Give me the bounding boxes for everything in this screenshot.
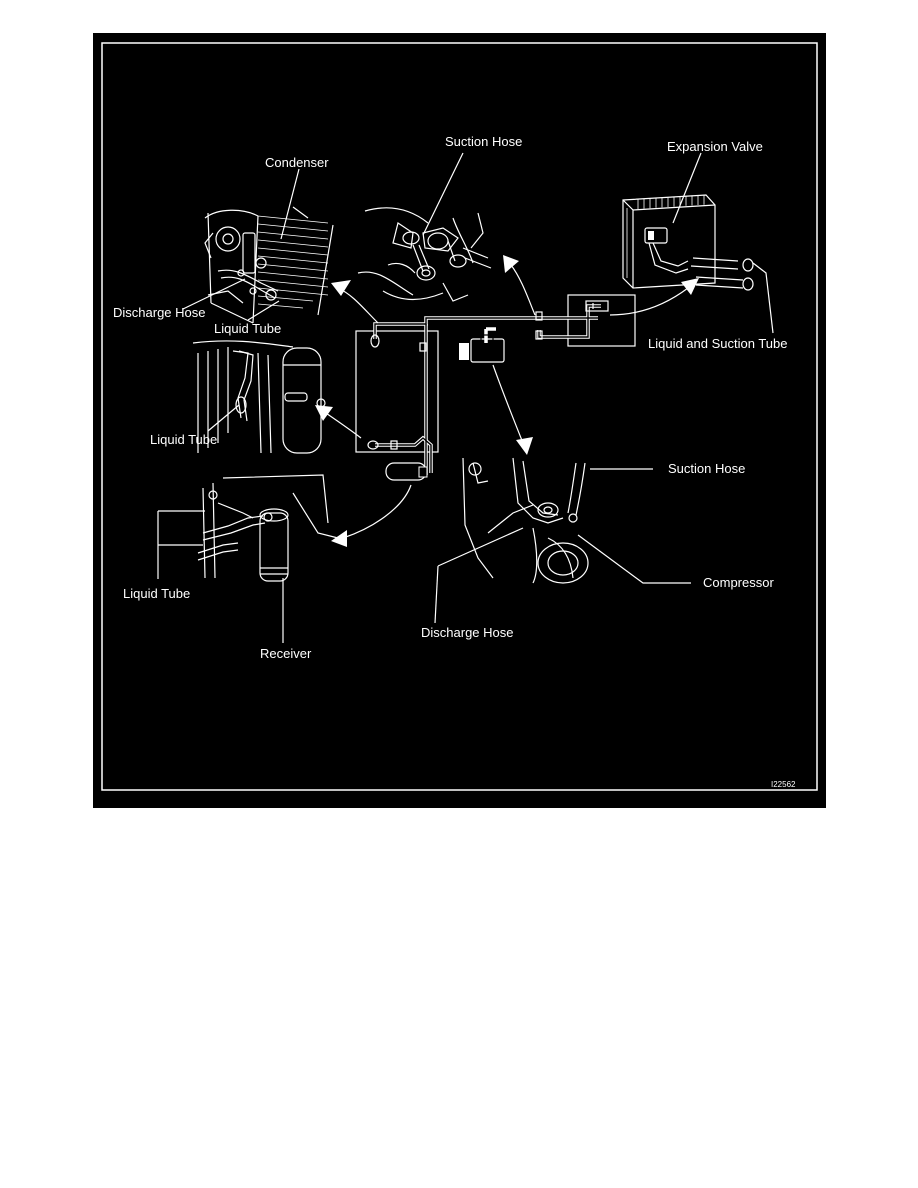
figure-frame: [101, 42, 818, 791]
discharge-hose-bottom-leader: [434, 565, 439, 624]
valve-box: [567, 294, 636, 347]
figure-background: [93, 33, 826, 808]
compressor-leader: [577, 534, 691, 584]
liquid-tube-mid-leader: [207, 404, 240, 432]
label-discharge-hose-bottom: Discharge Hose: [421, 625, 514, 640]
liquid-tube-top-leader: [247, 300, 280, 321]
liquid-tube-mid-illustration: [192, 340, 326, 454]
condenser-leader: [280, 168, 300, 240]
callout-arrows: [315, 255, 699, 547]
discharge-hose-bottom-a: [437, 527, 524, 567]
label-suction-hose-top: Suction Hose: [445, 134, 522, 149]
receiver-illustration: [197, 474, 339, 582]
label-discharge-hose-top: Discharge Hose: [113, 305, 206, 320]
ac-piping-diagram: Suction Hose Expansion Valve Condenser D…: [93, 33, 826, 808]
suction-hose-top-leader: [422, 152, 464, 236]
central-schematic: [355, 294, 636, 481]
label-expansion-valve: Expansion Valve: [667, 139, 763, 154]
condenser-illustration: [204, 206, 334, 324]
expansion-valve-illustration: [622, 194, 754, 291]
schematic-box: [355, 330, 439, 453]
liquid-suction-tube-leader: [752, 262, 774, 334]
suction-hose-illustration: [357, 207, 492, 302]
label-suction-hose-right: Suction Hose: [668, 461, 745, 476]
expansion-valve-leader: [672, 152, 702, 224]
liquid-tube-bottom-bracket: [157, 510, 205, 546]
label-receiver: Receiver: [260, 646, 312, 661]
diagram-labels: Suction Hose Expansion Valve Condenser D…: [113, 134, 796, 789]
label-liquid-and-suction-tube: Liquid and Suction Tube: [648, 336, 788, 351]
label-compressor: Compressor: [703, 575, 774, 590]
label-liquid-tube-mid: Liquid Tube: [150, 432, 217, 447]
label-condenser: Condenser: [265, 155, 329, 170]
label-liquid-tube-top: Liquid Tube: [214, 321, 281, 336]
label-liquid-tube-bottom: Liquid Tube: [123, 586, 190, 601]
discharge-hose-top-leader: [182, 278, 246, 310]
compressor-illustration: [462, 457, 589, 584]
figure-id: I22562: [771, 780, 796, 789]
